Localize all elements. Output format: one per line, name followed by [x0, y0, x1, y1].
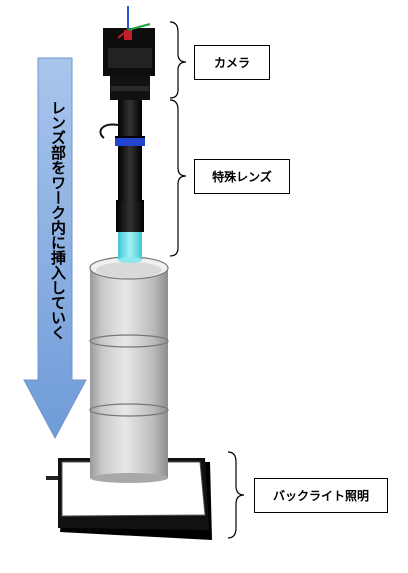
- insertion-arrow: [23, 57, 87, 440]
- label-backlight: バックライト照明: [254, 478, 388, 513]
- camera-body: [103, 6, 155, 100]
- label-camera: カメラ: [194, 45, 270, 80]
- workpiece-cylinder: [89, 256, 169, 483]
- camera-brace: [169, 21, 187, 99]
- label-special-lens: 特殊レンズ: [194, 159, 290, 194]
- lens-brace: [169, 99, 187, 257]
- backlight-brace: [227, 451, 245, 539]
- special-lens: [99, 100, 145, 263]
- arrow-caption: レンズ部をワーク内に挿入していく: [49, 100, 67, 340]
